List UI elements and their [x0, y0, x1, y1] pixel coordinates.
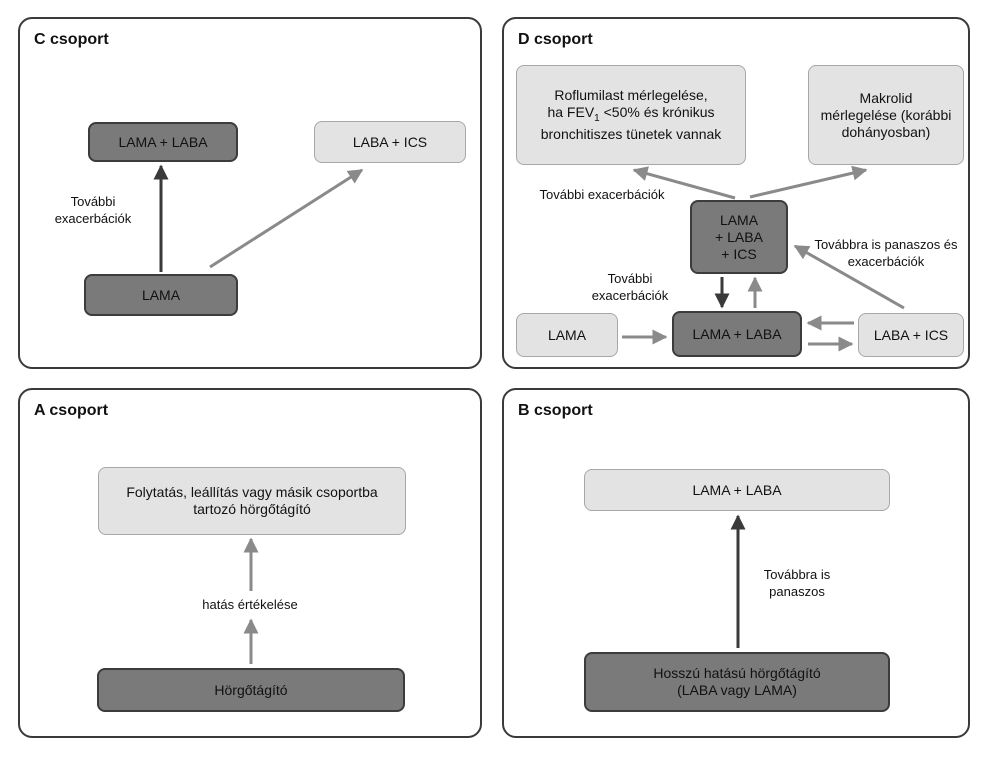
d-box-makrolid: Makrolid mérlegelése (korábbi dohányosba…: [808, 65, 964, 165]
d-box-laba-ics: LABA + ICS: [858, 313, 964, 357]
d-roflumilast-line2: ha FEV1 <50% és krónikus: [547, 104, 714, 127]
d-roflumilast-fev-sub: 1: [594, 112, 600, 124]
d-label-panaszos: Továbbra is panaszos és exacerbációk: [814, 237, 958, 269]
d-roflumilast-line1: Roflumilast mérlegelése,: [554, 86, 708, 103]
a-box-folytatas: Folytatás, leállítás vagy másik csoportb…: [98, 467, 406, 535]
panel-c-title: C csoport: [34, 31, 109, 48]
c-box-laba-ics: LABA + ICS: [314, 121, 466, 163]
d-box-triple: LAMA + LABA + ICS: [690, 200, 788, 274]
panel-a-title: A csoport: [34, 402, 109, 419]
d-roflumilast-threshold: <50% és krónikus: [599, 103, 715, 120]
d-box-roflumilast: Roflumilast mérlegelése, ha FEV1 <50% és…: [516, 65, 746, 165]
d-box-lama-laba: LAMA + LABA: [672, 311, 802, 357]
c-label-exacerbations: További exacerbációk: [54, 194, 132, 226]
d-roflumilast-line3: bronchitiszes tünetek vannak: [540, 126, 722, 143]
c-box-lama-laba: LAMA + LABA: [88, 122, 238, 162]
b-box-lama-laba: LAMA + LABA: [584, 469, 890, 511]
b-label-panaszos: Továbbra is panaszos: [763, 567, 831, 599]
d-label-exacerbations-mid: További exacerbációk: [591, 271, 669, 303]
a-label-hatas: hatás értékelése: [180, 596, 320, 613]
panel-b-title: B csoport: [518, 402, 593, 419]
a-box-horgotagito: Hörgőtágító: [97, 668, 405, 712]
panel-d-title: D csoport: [518, 31, 593, 48]
d-roflumilast-fev: ha FEV: [547, 103, 595, 120]
c-box-lama: LAMA: [84, 274, 238, 316]
b-box-hosszu: Hosszú hatású hörgőtágító (LABA vagy LAM…: [584, 652, 890, 712]
d-label-exacerbations-top: További exacerbációk: [539, 187, 665, 202]
d-box-lama: LAMA: [516, 313, 618, 357]
